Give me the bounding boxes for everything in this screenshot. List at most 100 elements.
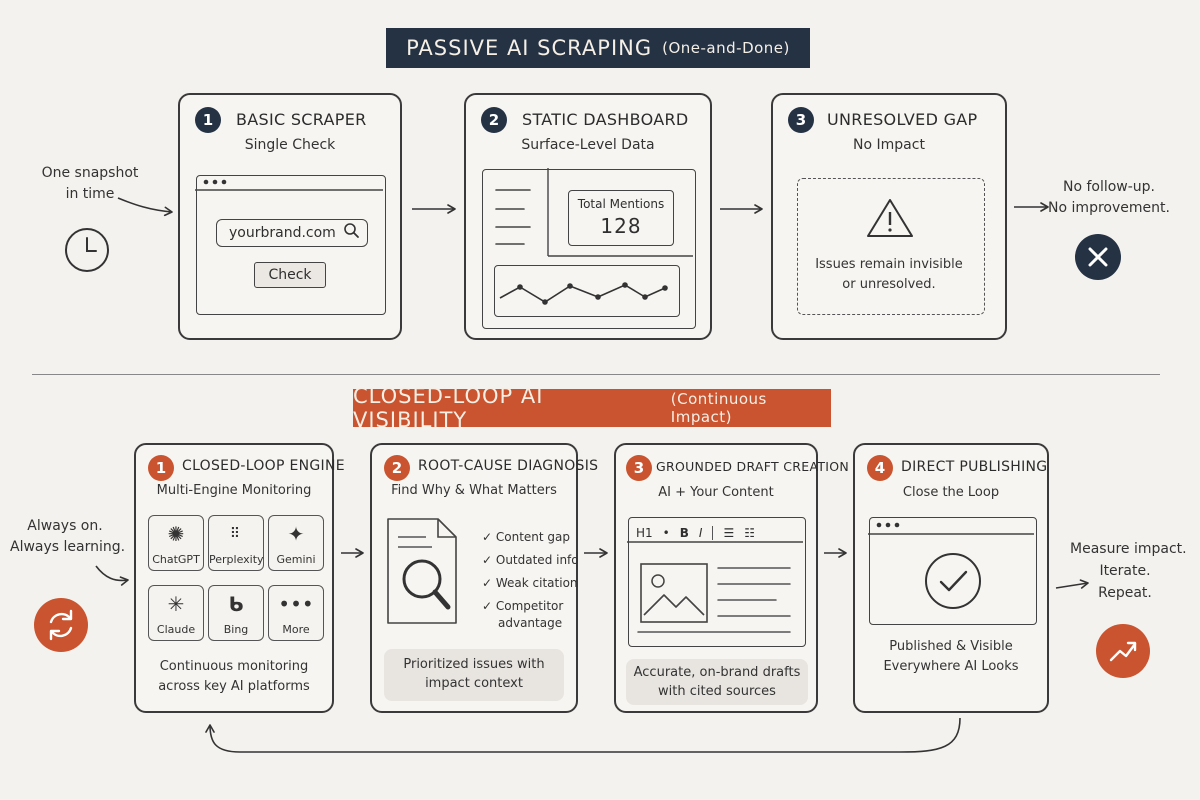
passive-banner-subtitle: (One-and-Done) — [662, 39, 790, 57]
card-footer: Continuous monitoring across key AI plat… — [136, 657, 332, 697]
card-footer: Published & Visible Everywhere AI Looks — [855, 637, 1047, 677]
bottom-right-note-line2: Iterate. — [1099, 563, 1151, 579]
url-input[interactable]: yourbrand.com — [216, 219, 368, 247]
check-weak-citation: ✓ Weak citation — [482, 576, 578, 590]
window-dots-icon — [203, 179, 227, 185]
dashboard-sidebar-lines — [495, 189, 531, 245]
toolbar-italic[interactable]: I — [698, 526, 703, 540]
draft-summary: Accurate, on-brand drafts with cited sou… — [626, 659, 808, 705]
card-subtitle: Single Check — [244, 137, 336, 153]
platform-chatgpt[interactable]: ✺ ChatGPT — [148, 515, 204, 571]
platform-label: Perplexity — [209, 553, 264, 566]
toolbar-separator — [712, 526, 714, 540]
card-subtitle: Close the Loop — [902, 485, 1000, 500]
card-footer-line2: Everywhere AI Looks — [883, 659, 1019, 674]
check-label: Weak citation — [495, 576, 578, 590]
card-title: BASIC SCRAPER — [236, 110, 367, 129]
card-title: GROUNDED DRAFT CREATION — [656, 459, 850, 474]
closed-loop-banner: CLOSED-LOOP AI VISIBILITY (Continuous Im… — [353, 384, 831, 432]
platform-label: Bing — [223, 623, 249, 636]
card-subtitle: Find Why & What Matters — [391, 483, 557, 498]
check-label: Outdated info — [495, 553, 579, 567]
check-label: Content gap — [495, 530, 571, 544]
platform-label: ChatGPT — [152, 553, 200, 566]
image-placeholder-icon — [640, 563, 708, 623]
close-x-icon — [1075, 234, 1121, 280]
card-title: STATIC DASHBOARD — [522, 110, 689, 129]
feedback-loop-arrow — [205, 717, 961, 753]
card-footer: Accurate, on-brand drafts with cited sou… — [626, 663, 808, 701]
platform-bing[interactable]: ᑲ Bing — [208, 585, 264, 641]
bottom-left-note-line1: Always on. — [27, 518, 103, 534]
gap-message-line2: or unresolved. — [842, 277, 936, 292]
trend-up-icon — [1096, 624, 1150, 678]
card-closed-loop-engine: 1 CLOSED-LOOP ENGINE Multi-Engine Monito… — [134, 443, 345, 713]
step-badge-3: 3 — [626, 455, 652, 481]
top-right-note-line2: No improvement. — [1048, 200, 1170, 216]
passive-banner-title: PASSIVE AI SCRAPING — [406, 36, 653, 60]
clock-icon — [65, 228, 109, 272]
toolbar-bullet[interactable]: • — [662, 526, 670, 540]
card-unresolved-gap: 3 UNRESOLVED GAP No Impact Issues remain… — [771, 93, 1007, 340]
check-competitor: ✓ Competitor — [482, 599, 564, 613]
diagnosis-summary: Prioritized issues with impact context — [384, 649, 564, 701]
card-footer-line1: Continuous monitoring — [159, 659, 309, 674]
card-title: UNRESOLVED GAP — [827, 110, 978, 129]
toolbar-bold[interactable]: B — [679, 526, 689, 540]
bullet-list-icon[interactable]: ☰ — [723, 526, 735, 540]
card-footer-line1: Accurate, on-brand drafts — [633, 665, 801, 680]
editor-text-lines — [637, 567, 791, 633]
claude-icon: ✳ — [167, 592, 185, 616]
card-subtitle: Multi-Engine Monitoring — [156, 483, 312, 498]
stat-value: 128 — [600, 214, 642, 238]
arrow-note-to-engine — [95, 565, 129, 586]
step-badge-4: 4 — [867, 455, 893, 481]
platform-more[interactable]: ••• More — [268, 585, 324, 641]
bottom-left-note-line2: Always learning. — [10, 539, 126, 555]
warning-icon — [865, 197, 915, 239]
numbered-list-icon[interactable]: ☷ — [744, 526, 755, 540]
check-button[interactable]: Check — [254, 262, 326, 288]
closed-loop-banner-title: CLOSED-LOOP AI VISIBILITY — [353, 384, 544, 432]
check-label: Competitor — [495, 599, 564, 613]
gemini-icon: ✦ — [287, 522, 305, 546]
top-right-note: No follow-up. No improvement. — [1046, 177, 1172, 219]
perplexity-icon: ⠿ — [229, 526, 243, 542]
card-footer-line1: Published & Visible — [889, 639, 1013, 654]
gap-message-line1: Issues remain invisible — [815, 257, 963, 272]
card-basic-scraper: 1 BASIC SCRAPER Single Check yourbrand.c… — [178, 93, 402, 340]
toolbar-h1[interactable]: H1 — [636, 526, 653, 540]
card-root-cause-diagnosis: 2 ROOT-CAUSE DIAGNOSIS Find Why & What M… — [370, 443, 598, 713]
platform-label: Gemini — [276, 553, 316, 566]
arrow-publishing-to-outcome — [1055, 579, 1089, 589]
platform-gemini[interactable]: ✦ Gemini — [268, 515, 324, 571]
top-right-note-line1: No follow-up. — [1062, 179, 1156, 195]
refresh-cycle-icon — [34, 598, 88, 652]
top-left-note-line1: One snapshot — [41, 165, 139, 181]
card-title: ROOT-CAUSE DIAGNOSIS — [418, 458, 599, 474]
chatgpt-icon: ✺ — [167, 522, 185, 546]
bing-icon: ᑲ — [228, 592, 244, 616]
platform-perplexity[interactable]: ⠿ Perplexity — [208, 515, 264, 571]
card-footer-line2: across key AI platforms — [158, 679, 310, 694]
card-footer-line2: impact context — [425, 676, 523, 691]
step-badge-3: 3 — [788, 107, 814, 133]
top-left-note-line2: in time — [65, 186, 115, 202]
platform-claude[interactable]: ✳ Claude — [148, 585, 204, 641]
published-window-dots-icon — [876, 522, 900, 528]
document-search-icon — [386, 517, 468, 627]
stat-label: Total Mentions — [577, 197, 665, 211]
bottom-right-note: Measure impact. Iterate. Repeat. — [1070, 538, 1187, 604]
check-circle-icon — [923, 551, 983, 611]
step-badge-1: 1 — [148, 455, 174, 481]
step-badge-2: 2 — [384, 455, 410, 481]
stat-box: Total Mentions 128 — [568, 190, 674, 246]
platform-label: More — [282, 623, 310, 636]
step-badge-1: 1 — [195, 107, 221, 133]
top-left-note: One snapshot in time — [40, 163, 140, 205]
card-grounded-draft-creation: 3 GROUNDED DRAFT CREATION AI + Your Cont… — [614, 443, 849, 713]
card-subtitle: Surface-Level Data — [521, 137, 655, 153]
check-competitor-line2: advantage — [498, 616, 563, 630]
closed-loop-banner-subtitle: (Continuous Impact) — [670, 390, 767, 426]
